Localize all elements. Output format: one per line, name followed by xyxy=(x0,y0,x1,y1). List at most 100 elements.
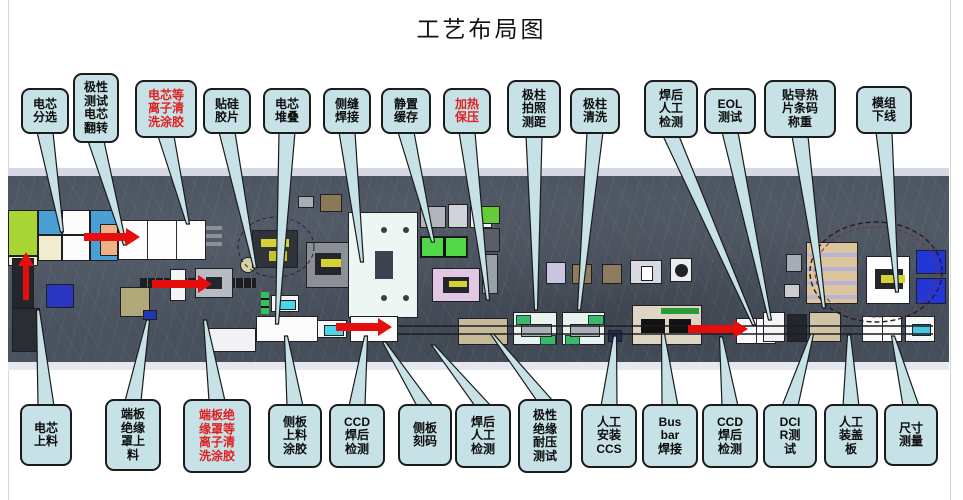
cabinet-divider xyxy=(147,221,148,259)
callout-thermal-pad-barcode-weigh: 贴导热 片条码 称重 xyxy=(764,80,836,138)
machine-hmi-screen xyxy=(271,295,299,312)
cabinet-divider xyxy=(756,319,757,343)
robot-arm xyxy=(269,251,287,261)
machine-small-blue xyxy=(143,310,157,320)
robot-module-offload xyxy=(866,256,910,304)
machine-hmi-screen xyxy=(317,320,347,338)
callout-label: 贴硅 胶片 xyxy=(214,96,239,124)
callout-module-offline: 模组 下线 xyxy=(856,86,912,134)
callout-dimension-measurement: 尺寸 测量 xyxy=(884,404,938,466)
station-core xyxy=(206,277,222,289)
machine-busbar-welder xyxy=(632,305,702,345)
welder-head xyxy=(641,319,665,333)
robot-stacking-platform xyxy=(306,242,350,288)
station-nest xyxy=(570,324,600,337)
cabinet-divider xyxy=(882,317,883,341)
cabinet-divider xyxy=(176,221,177,259)
callout-label: EOL 测试 xyxy=(717,96,743,124)
machine-sorter-cell-white xyxy=(62,235,90,261)
callout-label: 静置 缓存 xyxy=(393,96,418,124)
machine-gray-cabinet xyxy=(448,204,468,228)
robot-heating-press-cell xyxy=(432,268,480,302)
machine-white-plate xyxy=(170,269,186,301)
machine-indicator-stack xyxy=(261,292,269,314)
machine-buffer-racks xyxy=(420,236,468,258)
machine-sorter-cell-blue xyxy=(38,210,62,235)
machine-handle xyxy=(206,226,222,230)
machine-cabinet-gray xyxy=(630,260,662,284)
machine-cabinet-brown xyxy=(572,264,592,284)
callout-label: 模组 下线 xyxy=(871,95,896,123)
callout-label: 侧缝 焊接 xyxy=(334,96,359,124)
washer-drum xyxy=(675,264,688,277)
machine-transfer-peach xyxy=(100,224,118,256)
machine-sorter-cell-white xyxy=(62,210,90,235)
callout-label: 极性 测试 电芯 翻转 xyxy=(83,80,108,135)
machine-handle xyxy=(206,242,222,246)
machine-blue-pallet xyxy=(916,250,946,274)
callout-endplate-plasma-clean-glue: 端板绝 缘罩等 离子清 洗涂胶 xyxy=(183,399,251,473)
machine-agv-small xyxy=(608,330,622,342)
callout-label: DCI R测 试 xyxy=(779,414,801,456)
machine-eol-dark-module xyxy=(787,314,807,342)
machine-gray-cabinet xyxy=(420,206,446,228)
screen-glass xyxy=(912,324,931,336)
cabinet-knob xyxy=(403,295,409,301)
machine-pole-cleaning-station xyxy=(562,312,605,345)
machine-dark-box xyxy=(480,228,500,252)
callout-busbar-welding: Bus bar 焊接 xyxy=(642,404,698,468)
callout-post-weld-manual-inspection: 焊后 人工 检测 xyxy=(644,80,698,138)
callout-post-weld-manual-inspection-2: 焊后 人工 检测 xyxy=(455,404,511,468)
machine-blue-pallet xyxy=(916,278,946,304)
callout-silicone-sheet: 贴硅 胶片 xyxy=(203,88,251,134)
robot-arm xyxy=(261,239,289,247)
machine-plasma-station xyxy=(195,268,233,298)
buffer-rack-green xyxy=(446,238,466,256)
callout-cell-loading: 电芯 上料 xyxy=(20,404,72,466)
callout-ccd-post-weld-inspection: CCD 焊后 检测 xyxy=(329,404,385,468)
callout-endplate-insulation-loading: 端板 绝缘 罩上 料 xyxy=(105,399,161,471)
machine-plasma-clean-cabinets xyxy=(118,220,206,260)
welder-head xyxy=(669,319,691,333)
buffer-rack-green xyxy=(422,238,443,256)
callout-label: 电芯 分选 xyxy=(32,96,57,124)
callout-heat-pressure: 加热 保压 xyxy=(443,88,491,134)
callout-pole-photo-ranging: 极柱 拍照 测距 xyxy=(507,80,561,138)
callout-sideplate-loading-glue: 侧板 上料 涂胶 xyxy=(268,404,322,468)
callout-label: 极柱 清洗 xyxy=(582,96,607,124)
machine-cell-loader-tower xyxy=(12,258,34,308)
callout-pole-cleaning: 极柱 清洗 xyxy=(570,88,620,134)
callout-label: 焊后 人工 检测 xyxy=(658,87,683,129)
conveyor-module-tan xyxy=(458,318,508,345)
machine-pole-camera-station xyxy=(513,312,557,345)
callout-label: 端板绝 缘罩等 离子清 洗涂胶 xyxy=(198,408,235,463)
machine-cabinet-brown xyxy=(602,264,622,284)
cabinet-module xyxy=(375,251,393,279)
screen-glass xyxy=(324,325,344,336)
callout-label: 焊后 人工 检测 xyxy=(470,414,495,456)
machine-sideplate-table xyxy=(256,316,318,342)
callout-label: 电芯 上料 xyxy=(33,420,58,448)
callout-label: 侧板 上料 涂胶 xyxy=(282,414,307,456)
robot-arm xyxy=(321,259,341,267)
machine-offload-station xyxy=(862,316,902,342)
callout-label: 加热 保压 xyxy=(454,96,479,124)
callout-label: Bus bar 焊接 xyxy=(657,414,682,456)
welder-strip-green xyxy=(661,308,699,314)
machine-cabinet-lavender xyxy=(546,262,566,284)
callout-label: 极柱 拍照 测距 xyxy=(521,87,546,129)
machine-cell-loader-base xyxy=(12,308,40,352)
plant-floor-edge xyxy=(8,362,949,370)
machine-magazine-navy xyxy=(46,284,74,308)
callout-label: CCD 焊后 检测 xyxy=(717,414,743,456)
machine-sorter-cell-cream xyxy=(38,235,62,261)
machine-green-box xyxy=(478,206,500,224)
callout-label: 极性 绝缘 耐压 测试 xyxy=(532,408,557,463)
machine-aux-brown xyxy=(320,194,342,212)
callout-label: CCD 焊后 检测 xyxy=(344,414,370,456)
machine-washer-box xyxy=(670,258,692,282)
callout-rest-buffer: 静置 缓存 xyxy=(381,88,431,134)
machine-handle xyxy=(206,234,222,238)
callout-side-seam-welding: 侧缝 焊接 xyxy=(323,88,371,134)
